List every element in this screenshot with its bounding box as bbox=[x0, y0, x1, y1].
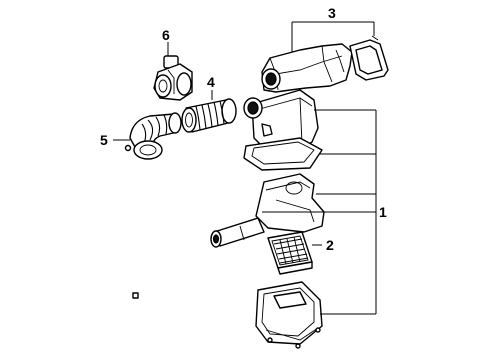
callout-6: 6 bbox=[162, 27, 170, 43]
clip-fastener bbox=[132, 292, 139, 299]
callout-2: 2 bbox=[326, 237, 334, 253]
intake-boot bbox=[124, 112, 182, 160]
callout-3: 3 bbox=[328, 5, 336, 21]
intake-bellows-hose bbox=[181, 98, 237, 133]
duct-gasket bbox=[349, 35, 389, 81]
callout-5: 5 bbox=[100, 132, 108, 148]
air-filter-element bbox=[267, 231, 313, 275]
mass-airflow-sensor bbox=[153, 55, 193, 101]
callout-1: 1 bbox=[379, 204, 387, 220]
air-cleaner-lower-housing bbox=[255, 281, 323, 349]
air-cleaner-cover bbox=[255, 173, 325, 233]
housing-seal bbox=[243, 137, 323, 171]
callout-4: 4 bbox=[207, 74, 215, 90]
air-cleaner-upper-housing bbox=[243, 89, 319, 151]
leader-lines bbox=[113, 21, 377, 315]
inlet-tube bbox=[210, 217, 265, 248]
resonator-duct bbox=[261, 43, 353, 93]
